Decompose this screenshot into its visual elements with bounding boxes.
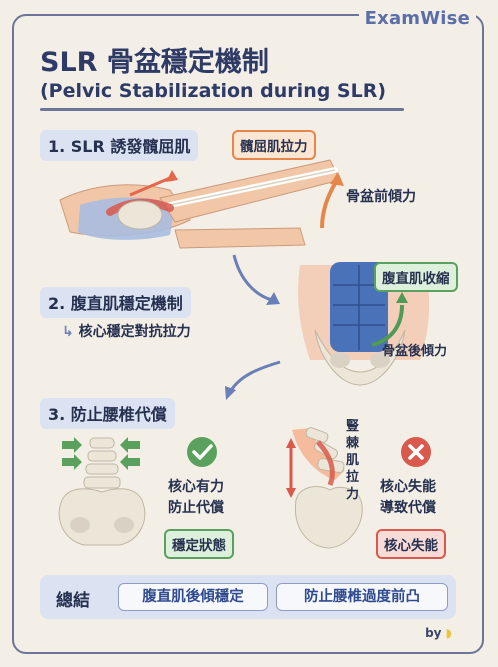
section1-heading: 1. SLR 誘發髖屈肌 xyxy=(40,130,199,161)
slr-leg-illustration xyxy=(59,159,341,249)
flow-arrow-2 xyxy=(228,360,281,393)
posterior-tilt-arrow xyxy=(371,304,404,347)
lordosis-spine-illustration xyxy=(292,427,363,549)
title-underline xyxy=(40,108,404,111)
summary-panel: 總結 腹直肌後傾穩定 防止腰椎過度前凸 xyxy=(40,575,456,619)
core-stability-label: ↳ 核心穩定對抗拉力 xyxy=(62,323,191,341)
summary-item-2: 防止腰椎過度前凸 xyxy=(276,583,448,611)
anterior-tilt-label: 骨盆前傾力 xyxy=(346,189,416,205)
check-icon xyxy=(187,437,217,467)
byline-text: by xyxy=(425,626,442,640)
tilt-arrow-head xyxy=(330,172,344,186)
erector-char-5: 力 xyxy=(346,487,360,502)
bad-line2: 導致代償 xyxy=(380,500,436,516)
cross-icon xyxy=(401,437,431,467)
erector-char-2: 棘 xyxy=(346,436,360,451)
summary-item-1: 腹直肌後傾穩定 xyxy=(118,583,268,611)
section3-heading: 3. 防止腰椎代償 xyxy=(40,398,175,429)
flow-arrow-1 xyxy=(232,254,273,302)
page-title: SLR 骨盆穩定機制 xyxy=(40,47,269,78)
good-line1: 核心有力 xyxy=(168,479,224,495)
stable-state-tag: 穩定狀態 xyxy=(164,529,234,559)
curved-arrow-icon: ↳ xyxy=(62,324,74,340)
erector-char-4: 拉 xyxy=(346,470,360,485)
rectus-contraction-tag: 腹直肌收縮 xyxy=(374,262,458,292)
banana-icon: ◗ xyxy=(445,626,452,640)
page-subtitle: (Pelvic Stabilization during SLR) xyxy=(40,80,387,102)
good-line2: 防止代償 xyxy=(168,500,224,516)
erector-spinae-label: 豎 棘 肌 拉 力 xyxy=(346,418,359,503)
pull-arrow-head xyxy=(166,170,178,182)
core-failure-tag: 核心失能 xyxy=(376,529,446,559)
posterior-tilt-label: 骨盆後傾力 xyxy=(382,344,448,359)
support-arrows xyxy=(62,437,140,470)
bad-line1: 核心失能 xyxy=(380,479,436,495)
byline: by ◗ xyxy=(425,626,452,640)
erector-char-1: 豎 xyxy=(346,419,360,434)
tilt-arrow xyxy=(320,180,338,229)
pull-arrow xyxy=(129,176,171,197)
summary-label: 總結 xyxy=(56,591,90,611)
core-stability-text: 核心穩定對抗拉力 xyxy=(78,324,191,340)
hip-flexor-pull-tag: 髖屈肌拉力 xyxy=(232,130,316,160)
poster-frame xyxy=(12,14,484,654)
stable-spine-illustration xyxy=(58,437,146,546)
section2-heading: 2. 腹直肌穩定機制 xyxy=(40,287,191,318)
erector-char-3: 肌 xyxy=(346,453,360,468)
brand-logo: ExamWise xyxy=(358,8,476,29)
